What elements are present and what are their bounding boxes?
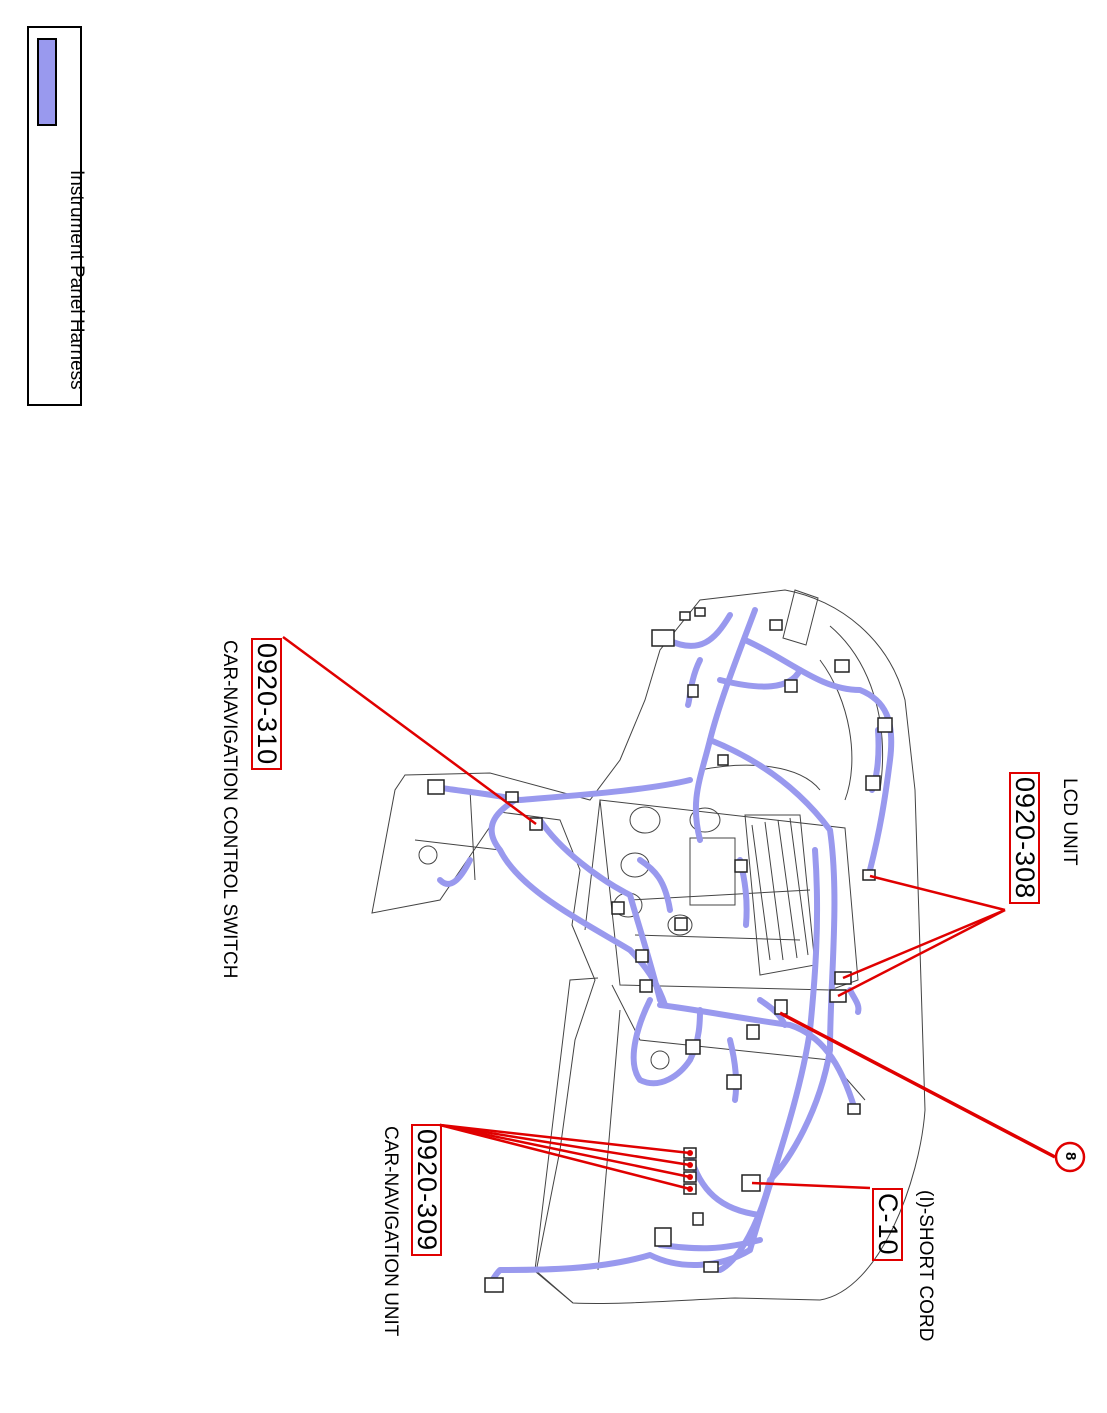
legend: Instrument Panel Harness (27, 26, 87, 406)
legend-swatch (37, 38, 57, 126)
ground-point-number: 8 (1062, 1152, 1079, 1161)
connector (865, 775, 881, 791)
connector (687, 684, 699, 698)
connector (611, 901, 625, 915)
nav-switch-code: 0920-310 (251, 638, 282, 771)
legend-label: Instrument Panel Harness (66, 170, 87, 390)
nav-unit-label: CAR-NAVIGATION UNIT (380, 1126, 401, 1337)
connector (877, 717, 893, 733)
nav-unit-code: 0920-309 (411, 1124, 442, 1257)
nav-switch-label: CAR-NAVIGATION CONTROL SWITCH (219, 640, 240, 979)
lcd-unit-code: 0920-308 (1009, 772, 1040, 905)
connector (692, 1212, 704, 1226)
callout-leaders (282, 635, 1056, 1191)
short-cord-label: (I)-SHORT CORD (915, 1190, 936, 1342)
connector (427, 779, 445, 795)
instrument-panel-outline (371, 589, 926, 1304)
lcd-unit-label: LCD UNIT (1059, 778, 1080, 866)
connector (685, 1039, 701, 1055)
connector (484, 1277, 504, 1293)
connector (694, 607, 706, 617)
connector (784, 679, 798, 693)
connector (679, 611, 691, 621)
callout-points (687, 1150, 693, 1192)
connector (635, 949, 649, 963)
connector (746, 1024, 760, 1040)
connector (834, 659, 850, 673)
connector (726, 1074, 742, 1090)
ground-point-circle (1054, 1141, 1086, 1173)
connector (703, 1261, 719, 1273)
connector (639, 979, 653, 993)
connector (674, 917, 688, 931)
connector (769, 619, 783, 631)
harness-connectors (427, 607, 893, 1293)
short-cord-code: C-10 (872, 1188, 903, 1261)
connector (505, 791, 519, 803)
connector (734, 859, 748, 873)
connector (847, 1103, 861, 1115)
connector (717, 754, 729, 766)
connector (862, 869, 876, 881)
connector (654, 1227, 672, 1247)
connector (651, 629, 675, 647)
instrument-panel-harness (429, 607, 895, 1290)
